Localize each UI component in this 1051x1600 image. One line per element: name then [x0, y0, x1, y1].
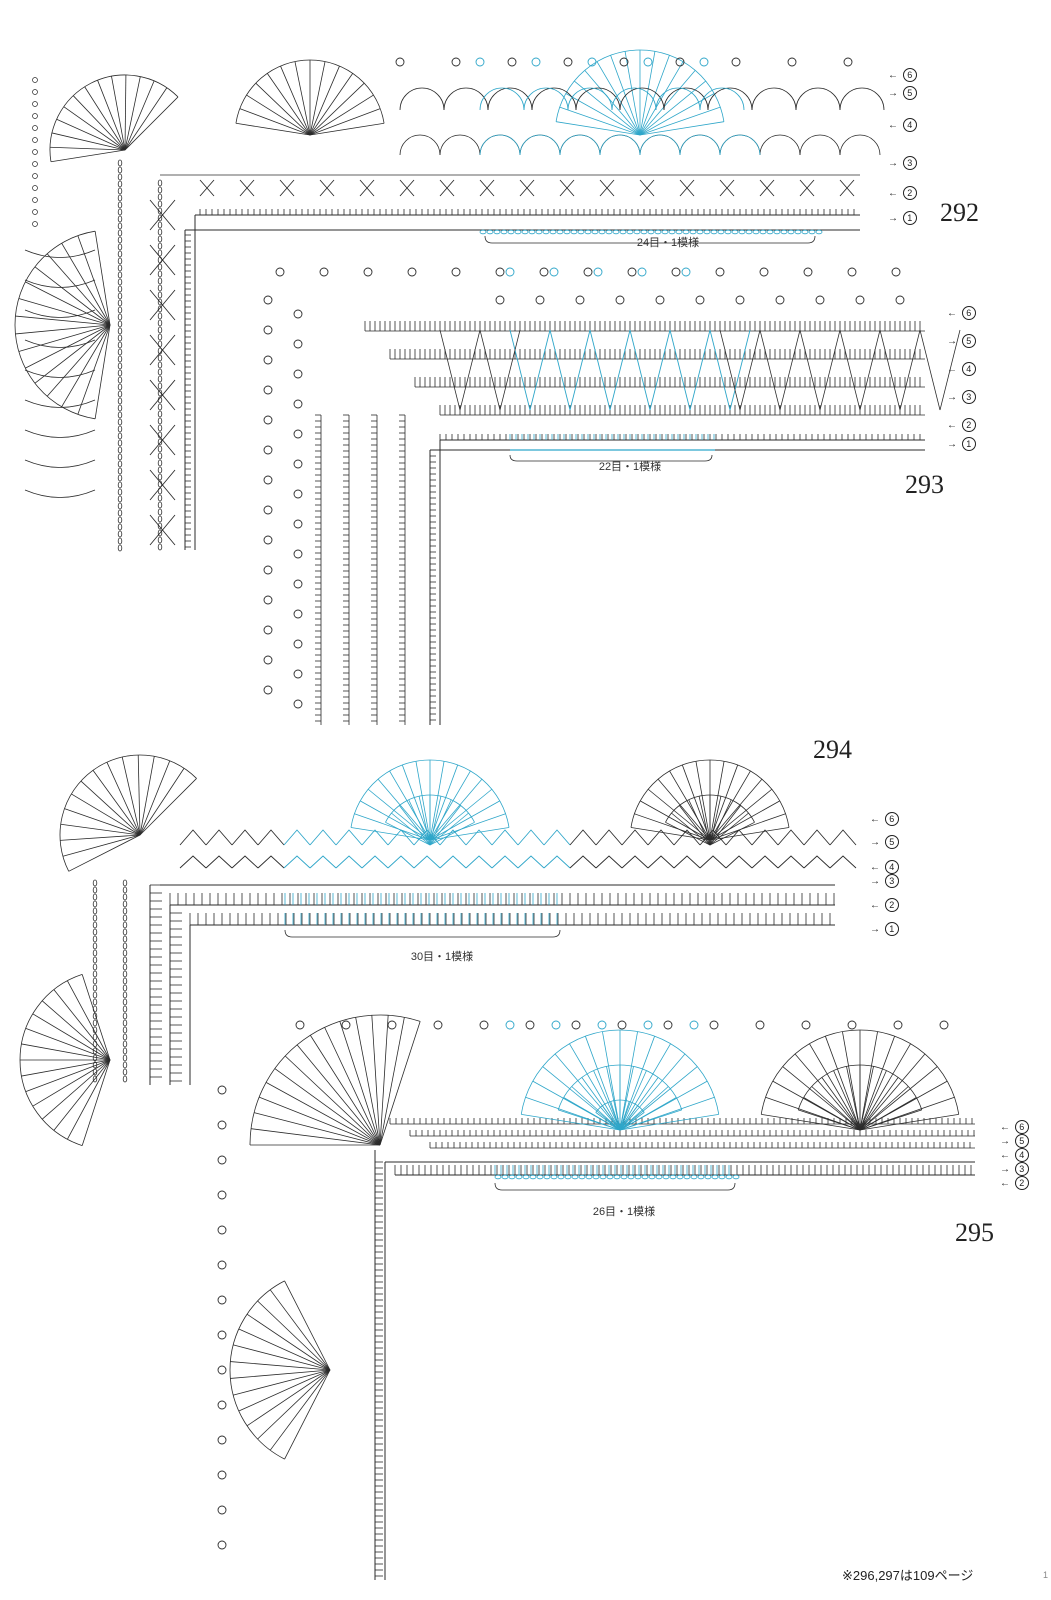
row-marker-293-3: → 3 — [947, 390, 976, 404]
row-marker-294-4: ← 4 — [870, 860, 899, 874]
row-marker-295-3: → 3 — [1000, 1162, 1029, 1176]
row-marker-294-2: ← 2 — [870, 898, 899, 912]
row-marker-294-6: ← 6 — [870, 812, 899, 826]
row-marker-294-1: → 1 — [870, 922, 899, 936]
repeat-bracket-295 — [494, 1182, 736, 1191]
footnote: ※296,297は109ページ — [842, 1568, 974, 1583]
chart-295-diagram — [217, 1014, 975, 1580]
row-marker-295-2: ← 2 — [1000, 1176, 1029, 1190]
chart-292-diagram — [14, 49, 885, 552]
row-marker-293-4: ← 4 — [947, 362, 976, 376]
row-marker-293-5: → 5 — [947, 334, 976, 348]
row-marker-295-6: ← 6 — [1000, 1120, 1029, 1134]
chart-294-diagram — [19, 754, 857, 1146]
row-marker-293-6: ← 6 — [947, 306, 976, 320]
row-marker-292-2: ← 2 — [888, 186, 917, 200]
repeat-label-292: 24目・1模様 — [636, 237, 700, 249]
row-marker-294-5: → 5 — [870, 835, 899, 849]
pattern-number-294: 294 — [813, 735, 852, 764]
row-marker-293-2: ← 2 — [947, 418, 976, 432]
repeat-bracket-294 — [284, 929, 561, 938]
page-number: 1 — [1043, 1570, 1049, 1580]
repeat-label-294: 30目・1模様 — [410, 951, 474, 963]
row-marker-294-3: → 3 — [870, 874, 899, 888]
row-marker-292-6: ← 6 — [888, 68, 917, 82]
row-marker-292-4: ← 4 — [888, 118, 917, 132]
chart-293-diagram — [263, 267, 961, 725]
repeat-bracket-293 — [509, 454, 713, 462]
pattern-number-295: 295 — [955, 1218, 994, 1247]
pattern-number-292: 292 — [940, 198, 979, 227]
row-marker-292-5: → 5 — [888, 86, 917, 100]
pattern-number-293: 293 — [905, 470, 944, 499]
row-marker-292-1: → 1 — [888, 211, 917, 225]
repeat-bracket-292 — [484, 235, 816, 244]
row-marker-293-1: → 1 — [947, 437, 976, 451]
row-marker-292-3: → 3 — [888, 156, 917, 170]
row-marker-295-5: → 5 — [1000, 1134, 1029, 1148]
repeat-label-295: 26目・1模様 — [592, 1206, 656, 1218]
row-marker-295-4: ← 4 — [1000, 1148, 1029, 1162]
repeat-label-293: 22目・1模様 — [598, 461, 662, 473]
